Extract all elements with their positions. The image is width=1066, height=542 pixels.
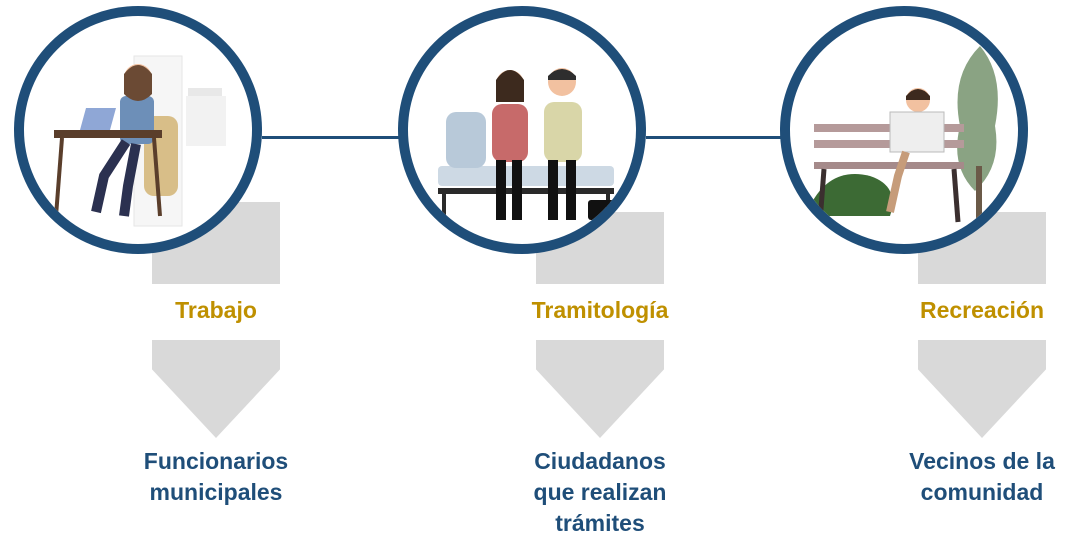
down-arrow-1: [152, 340, 280, 438]
stage-title: Trabajo: [175, 297, 257, 323]
procedures-illustration-circle: [398, 6, 646, 254]
stage-description: Funcionarios municipales: [143, 448, 289, 505]
person-at-laptop-icon: [54, 55, 226, 227]
connector-line-1: [262, 136, 402, 139]
down-arrow-2: [536, 340, 664, 438]
down-arrow-3: [918, 340, 1046, 438]
stage-title: Tramitología: [531, 297, 669, 323]
stage-description: Ciudadanos que realizan trámites: [533, 448, 667, 536]
work-illustration-circle: [14, 6, 262, 254]
people-waiting-icon: [438, 68, 616, 226]
recreation-illustration-circle: [780, 6, 1028, 254]
person-reading-on-bench-icon: [810, 46, 998, 226]
stage-title: Recreación: [919, 297, 1044, 323]
stage-description: Vecinos de la comunidad: [909, 448, 1055, 505]
stage-tramitologia: Tramitología Ciudadanos que realizan trá…: [398, 0, 668, 542]
connector-line-2: [646, 136, 786, 139]
stage-trabajo: Trabajo Funcionarios municipales: [14, 0, 288, 542]
stage-recreacion: Recreación Vecinos de la comunidad: [780, 0, 1055, 542]
